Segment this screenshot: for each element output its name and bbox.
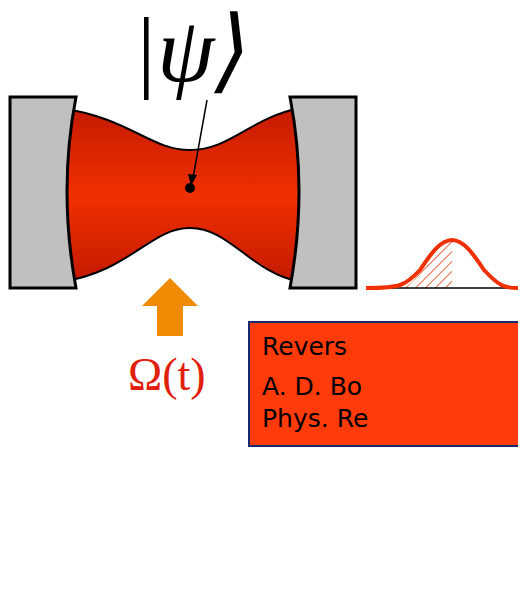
left-mirror xyxy=(10,97,76,288)
citation-line: A. D. Bo xyxy=(262,373,362,401)
reference-box: Revers A. D. Bo Phys. Re xyxy=(248,321,518,447)
pointer-line xyxy=(193,100,207,178)
citation-line: Phys. Re xyxy=(262,405,368,433)
atom xyxy=(185,183,195,193)
pump-arrow xyxy=(142,278,198,336)
right-mirror xyxy=(290,97,356,288)
wave-packet xyxy=(366,240,518,288)
box-title: Revers xyxy=(262,333,347,361)
rabi-frequency: Ω(t) xyxy=(128,352,206,398)
cavity-mode xyxy=(60,108,300,282)
state-ket: |ψ⟩ xyxy=(132,4,250,96)
